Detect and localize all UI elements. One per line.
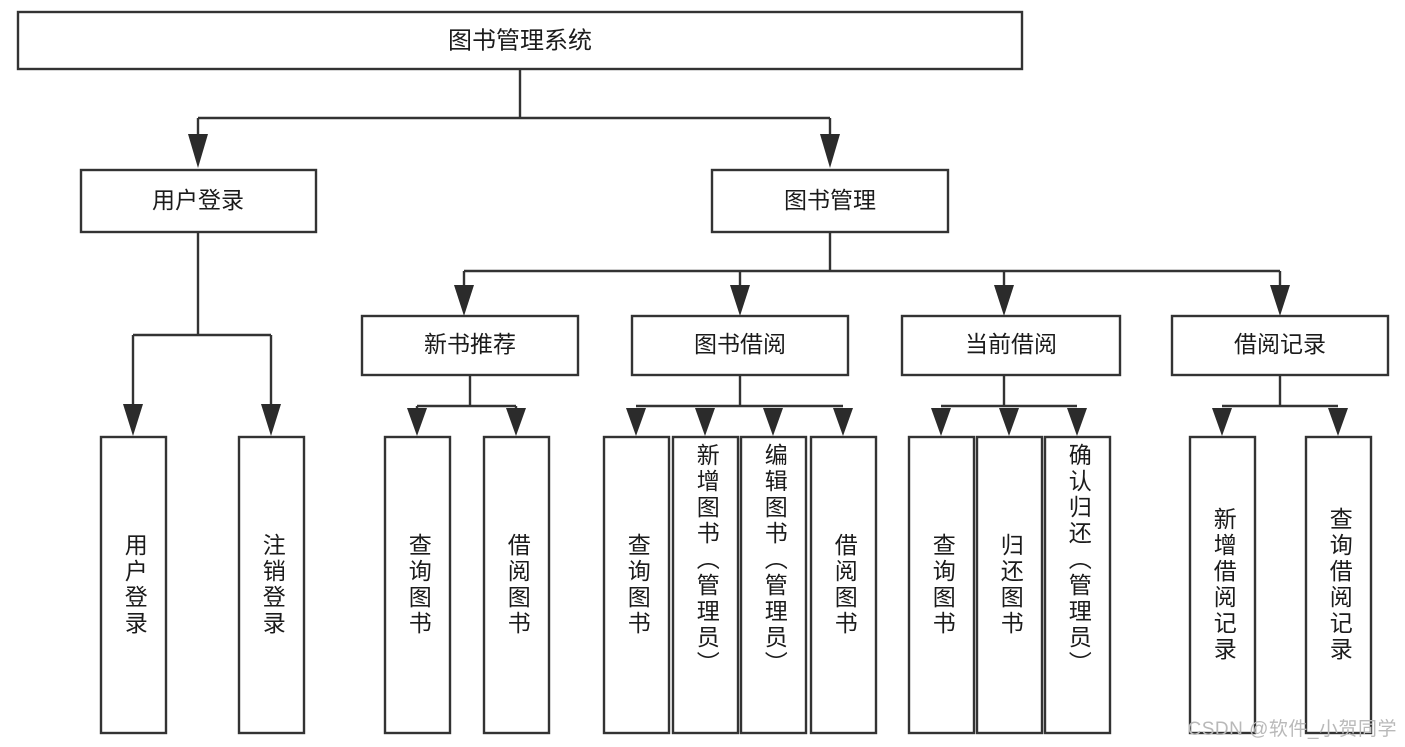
arrow-head-book-manage [820, 134, 840, 168]
arrow-head-leaf-query-book-1 [407, 408, 427, 436]
arrow-head-current-borrow [994, 285, 1014, 316]
arrow-head-leaf-add-record [1212, 408, 1232, 436]
node-leaf-return-book-box[interactable] [975, 435, 1044, 735]
node-leaf-query-book-2-box[interactable] [602, 435, 671, 735]
arrow-head-new-book [454, 285, 474, 316]
node-leaf-query-book-1-box[interactable] [383, 435, 452, 735]
arrow-head-leaf-query-book-2 [626, 408, 646, 436]
node-book-borrow-label: 图书借阅 [694, 331, 786, 357]
node-leaf-query-record-box[interactable] [1304, 435, 1373, 735]
node-book-manage-box[interactable] [710, 168, 950, 234]
arrow-head-leaf-query-record [1328, 408, 1348, 436]
node-root-label: 图书管理系统 [448, 27, 592, 54]
node-leaf-add-record-box[interactable] [1188, 435, 1257, 735]
arrow-head-leaf-return-book [999, 408, 1019, 436]
connector-group-currentborrow-to-leaves [931, 375, 1087, 436]
arrow-head-leaf-borrow-book-2 [833, 408, 853, 436]
node-leaf-query-book-3-box[interactable] [907, 435, 976, 735]
connector-group-borrowrecord-to-leaves [1212, 375, 1348, 436]
arrow-head-leaf-add-book [695, 408, 715, 436]
node-current-borrow-box[interactable] [900, 314, 1122, 377]
node-book-manage-label: 图书管理 [784, 187, 876, 213]
arrow-head-book-borrow [730, 285, 750, 316]
node-new-book-box[interactable] [360, 314, 580, 377]
watermark-label: CSDN @软件_小贺同学 [1187, 719, 1397, 740]
arrow-head-leaf-query-book-3 [931, 408, 951, 436]
node-leaf-logout-box[interactable] [237, 435, 306, 735]
arrow-head-leaf-logout [261, 404, 281, 436]
node-book-borrow-box[interactable] [630, 314, 850, 377]
connector-group-bookborrow-to-leaves [626, 375, 853, 436]
node-leaf-user-login-box[interactable] [99, 435, 168, 735]
node-new-book-label: 新书推荐 [424, 331, 516, 357]
node-leaf-edit-book-box[interactable] [739, 435, 808, 735]
arrow-head-user-login [188, 134, 208, 168]
connector-group-bookmanage-to-level3 [454, 232, 1290, 316]
node-leaf-add-book-box[interactable] [671, 435, 740, 735]
arrow-head-borrow-record [1270, 285, 1290, 316]
connector-group-newbook-to-leaves [407, 375, 526, 436]
node-leaf-confirm-return-box[interactable] [1043, 435, 1112, 735]
node-borrow-record-label: 借阅记录 [1234, 331, 1326, 357]
node-user-login-label: 用户登录 [152, 187, 244, 213]
connector-group-root-to-level2 [188, 69, 840, 168]
node-root-box[interactable] [16, 10, 1024, 71]
node-leaf-borrow-book-1-box[interactable] [482, 435, 551, 735]
arrow-head-leaf-confirm-return [1067, 408, 1087, 436]
arrow-head-leaf-edit-book [763, 408, 783, 436]
node-leaf-borrow-book-2-box[interactable] [809, 435, 878, 735]
arrow-head-leaf-user-login [123, 404, 143, 436]
node-borrow-record-box[interactable] [1170, 314, 1390, 377]
connector-group-booklogin-to-leaves [123, 232, 281, 436]
node-user-login-box[interactable] [79, 168, 318, 234]
arrow-head-leaf-borrow-book-1 [506, 408, 526, 436]
node-current-borrow-label: 当前借阅 [965, 331, 1057, 357]
